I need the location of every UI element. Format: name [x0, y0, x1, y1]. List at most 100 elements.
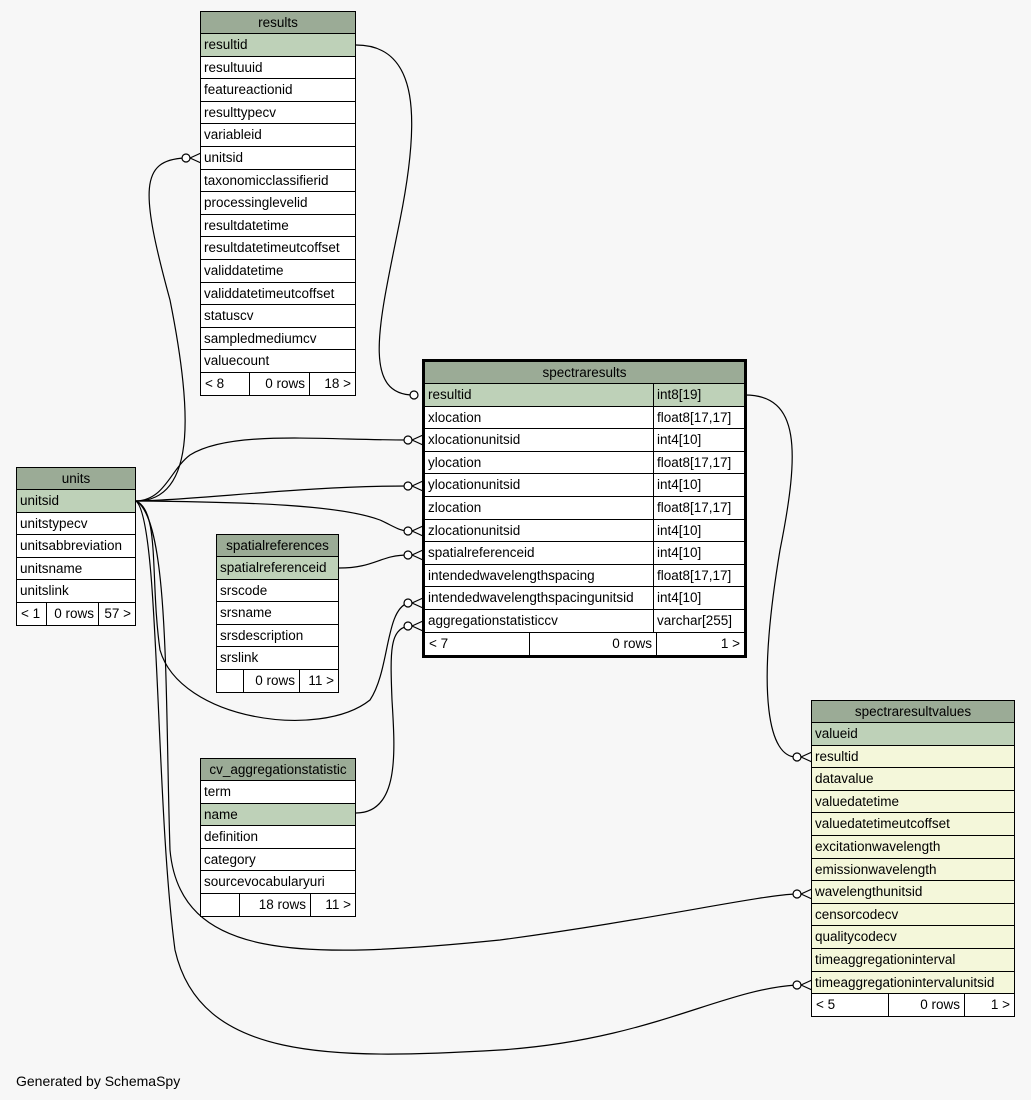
- column-name: taxonomicclassifierid: [204, 172, 329, 188]
- edge-results-spectraresults: [355, 44, 415, 396]
- table-row[interactable]: valuedatetimeutcoffset: [812, 813, 1014, 836]
- table-row[interactable]: resultuuid: [201, 57, 355, 80]
- table-header[interactable]: units: [17, 468, 135, 490]
- parents-count[interactable]: [217, 670, 243, 692]
- parents-count[interactable]: < 5: [816, 997, 836, 1013]
- table-row[interactable]: timeaggregationintervalunitsid: [812, 971, 1014, 995]
- table-row[interactable]: spatialreferenceid: [217, 557, 338, 580]
- parents-count[interactable]: [201, 894, 239, 916]
- generated-by-label: Generated by SchemaSpy: [16, 1073, 181, 1089]
- table-footer: < 1 0 rows 57 >: [17, 602, 135, 625]
- column-name: srsdescription: [220, 627, 304, 643]
- children-count[interactable]: 11 >: [299, 669, 338, 692]
- table-header[interactable]: spatialreferences: [217, 535, 338, 557]
- table-row[interactable]: term: [201, 781, 355, 804]
- table-row[interactable]: unitsname: [17, 558, 135, 581]
- column-name: processinglevelid: [204, 195, 308, 211]
- edge-endpoint-markers: [181, 153, 802, 990]
- column-name: variableid: [204, 127, 262, 143]
- table-row[interactable]: sampledmediumcv: [201, 328, 355, 351]
- table-row[interactable]: srsname: [217, 602, 338, 625]
- table-row[interactable]: srslink: [217, 647, 338, 670]
- table-row[interactable]: name: [201, 803, 355, 827]
- children-count[interactable]: 18 >: [309, 372, 355, 395]
- table-row[interactable]: unitsid: [17, 490, 135, 513]
- table-header[interactable]: spectraresults: [425, 362, 744, 384]
- table-row[interactable]: valuedatetime: [812, 790, 1014, 814]
- table-row[interactable]: resultdatetimeutcoffset: [201, 237, 355, 260]
- table-row[interactable]: unitsabbreviation: [17, 535, 135, 558]
- table-spatialreferences[interactable]: spatialreferences spatialreferenceid srsc…: [216, 534, 339, 693]
- table-row[interactable]: emissionwavelength: [812, 858, 1014, 882]
- table-row[interactable]: valueid: [812, 723, 1014, 746]
- table-row[interactable]: unitslink: [17, 580, 135, 603]
- table-row[interactable]: definition: [201, 826, 355, 849]
- table-row[interactable]: resultid: [201, 34, 355, 57]
- table-row[interactable]: resultdatetime: [201, 215, 355, 238]
- table-row[interactable]: excitationwavelength: [812, 835, 1014, 859]
- table-row[interactable]: taxonomicclassifierid: [201, 170, 355, 193]
- table-results[interactable]: results resultid resultuuid featureactioni…: [200, 11, 356, 396]
- table-row[interactable]: wavelengthunitsid: [812, 881, 1014, 904]
- table-row[interactable]: timeaggregationinterval: [812, 948, 1014, 972]
- children-count[interactable]: 1 >: [964, 994, 1014, 1017]
- table-row[interactable]: datavalue: [812, 768, 1014, 791]
- table-row[interactable]: featureactionid: [201, 79, 355, 102]
- edge-spatialreferences-spectraresults: [338, 554, 409, 569]
- parents-count[interactable]: < 7: [429, 635, 449, 651]
- table-row[interactable]: sourcevocabularyuri: [201, 871, 355, 894]
- table-header[interactable]: results: [201, 12, 355, 34]
- table-row[interactable]: resultid: [812, 745, 1014, 769]
- children-count[interactable]: 1 >: [656, 632, 744, 655]
- column-name: xlocation: [428, 409, 482, 425]
- column-type: float8[17,17]: [653, 496, 744, 519]
- table-row[interactable]: resulttypecv: [201, 102, 355, 125]
- table-row[interactable]: validdatetimeutcoffset: [201, 283, 355, 306]
- column-name: spatialreferenceid: [220, 560, 327, 575]
- column-name: srslink: [220, 650, 259, 666]
- table-row[interactable]: category: [201, 849, 355, 872]
- column-type: int4[10]: [653, 429, 744, 451]
- table-row[interactable]: valuecount: [201, 350, 355, 373]
- parents-count[interactable]: < 1: [21, 605, 41, 621]
- table-header[interactable]: spectraresultvalues: [812, 701, 1014, 723]
- table-row[interactable]: srscode: [217, 580, 338, 603]
- children-count[interactable]: 57 >: [98, 602, 135, 625]
- table-row[interactable]: variableid: [201, 124, 355, 147]
- table-row[interactable]: qualitycodecv: [812, 926, 1014, 949]
- column-type: varchar[255]: [653, 609, 744, 632]
- column-name: ylocationunitsid: [428, 477, 521, 493]
- parents-count[interactable]: < 8: [205, 375, 225, 391]
- table-footer: 18 rows 11 >: [201, 893, 355, 916]
- table-row[interactable]: unitsid: [201, 147, 355, 170]
- column-name: unitsid: [204, 149, 244, 165]
- edge-cvaggregation-spectraresults: [355, 625, 409, 814]
- table-header[interactable]: cv_aggregationstatistic: [201, 759, 355, 781]
- table-row[interactable]: statuscv: [201, 305, 355, 328]
- table-row[interactable]: processinglevelid: [201, 192, 355, 215]
- column-name: srsname: [220, 605, 272, 621]
- table-row[interactable]: unitstypecv: [17, 513, 135, 536]
- column-name: qualitycodecv: [815, 929, 897, 945]
- row-count: 0 rows: [529, 632, 656, 655]
- table-row[interactable]: censorcodecv: [812, 903, 1014, 927]
- children-count[interactable]: 11 >: [310, 893, 355, 916]
- column-name: resultuuid: [204, 59, 263, 75]
- table-row[interactable]: validdatetime: [201, 260, 355, 283]
- table-row[interactable]: srsdescription: [217, 625, 338, 648]
